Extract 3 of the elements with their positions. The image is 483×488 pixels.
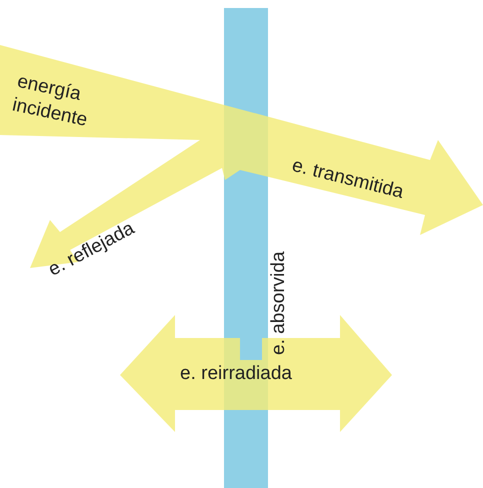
reradiated-energy-label: e. reirradiada (180, 363, 292, 385)
incident-energy-label: energía incidente (10, 70, 90, 133)
absorbed-energy-label: e. absorvida (268, 251, 290, 355)
